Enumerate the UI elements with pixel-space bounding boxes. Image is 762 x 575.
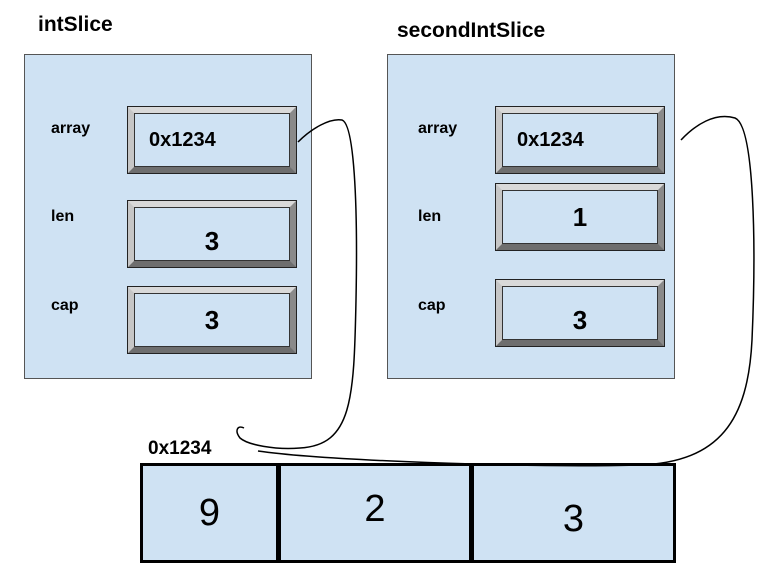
- int-slice-len-value: 3: [134, 207, 290, 261]
- int-slice-cap-label: cap: [51, 297, 79, 314]
- array-cell: 2: [276, 466, 469, 560]
- backing-array: 9 2 3: [140, 463, 676, 563]
- array-cell: 3: [469, 466, 673, 560]
- int-slice-len-box: 3: [127, 200, 297, 268]
- memory-address-label: 0x1234: [148, 438, 212, 459]
- second-int-slice-cap-value: 3: [502, 286, 658, 340]
- second-int-slice-len-value: 1: [502, 190, 658, 244]
- int-slice-array-label: array: [51, 120, 91, 137]
- second-int-slice-cap-box: 3: [495, 279, 665, 347]
- second-int-slice-array-box: 0x1234: [495, 106, 665, 174]
- array-cell: 9: [198, 491, 221, 534]
- int-slice-array-value: 0x1234: [134, 113, 290, 167]
- int-slice-cap-value: 3: [134, 293, 290, 347]
- int-slice-cap-box: 3: [127, 286, 297, 354]
- int-slice-len-label: len: [51, 208, 75, 225]
- second-int-slice-len-label: len: [418, 208, 442, 225]
- second-int-slice-len-box: 1: [495, 183, 665, 251]
- second-int-slice-array-label: array: [418, 120, 458, 137]
- int-slice-title: intSlice: [38, 13, 113, 36]
- second-int-slice-title: secondIntSlice: [397, 19, 546, 42]
- int-slice-array-box: 0x1234: [127, 106, 297, 174]
- second-int-slice-array-value: 0x1234: [502, 113, 658, 167]
- second-int-slice-cap-label: cap: [418, 297, 446, 314]
